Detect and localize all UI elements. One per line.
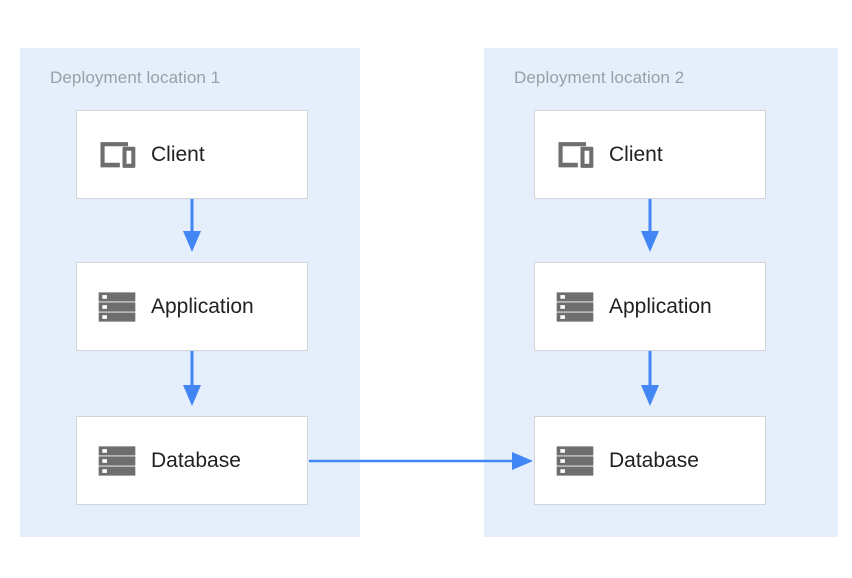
deployment-zone-2: Deployment location 2 Client [484,48,838,537]
node-label-client-2: Client [609,143,663,166]
node-label-database-2: Database [609,449,699,472]
deployment-zone-1: Deployment location 1 Client [20,48,360,537]
node-database-1[interactable]: Database [76,416,308,505]
node-client-1[interactable]: Client [76,110,308,199]
node-application-1[interactable]: Application [76,262,308,351]
node-label-application-1: Application [151,295,254,318]
server-stack-icon [556,445,594,476]
server-stack-icon [556,291,594,322]
server-stack-icon [98,445,136,476]
devices-icon [100,141,136,168]
server-stack-icon [98,291,136,322]
node-label-database-1: Database [151,449,241,472]
node-client-2[interactable]: Client [534,110,766,199]
zone-title-2: Deployment location 2 [514,68,685,87]
node-database-2[interactable]: Database [534,416,766,505]
zone-title-1: Deployment location 1 [50,68,221,87]
node-label-application-2: Application [609,295,712,318]
node-application-2[interactable]: Application [534,262,766,351]
devices-icon [558,141,594,168]
node-label-client-1: Client [151,143,205,166]
